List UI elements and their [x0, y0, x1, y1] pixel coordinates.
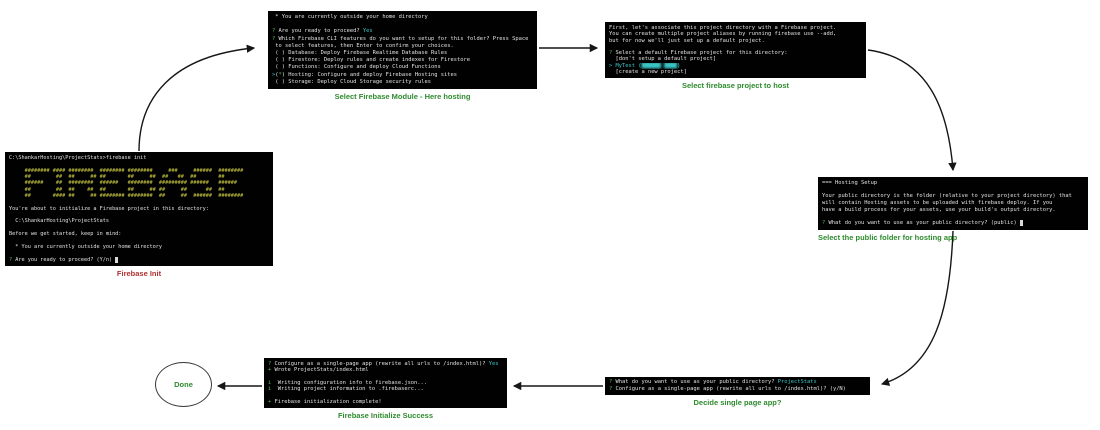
caption-init-success: Firebase Initialize Success [337, 411, 434, 420]
terminal-init-success: ? Configure as a single-page app (rewrit… [264, 358, 507, 408]
caption-project-select: Select firebase project to host [681, 81, 790, 90]
terminal-project-select: First, let's associate this project dire… [605, 22, 866, 78]
terminal-single-page-decision: ? What do you want to use as your public… [605, 377, 870, 395]
caption-module-select: Select Firebase Module - Here hosting [334, 92, 471, 101]
terminal-firebase-init: C:\ShankarHosting\ProjectStats>firebase … [5, 152, 273, 266]
terminal-module-select: * You are currently outside your home di… [268, 11, 537, 89]
arrow-hosting-to-spa [880, 230, 954, 386]
done-label: Done [174, 380, 193, 389]
arrow-init-to-module [138, 44, 256, 152]
caption-single-page-decision: Decide single page app? [693, 398, 782, 407]
caption-hosting-setup: Select the public folder for hosting app [818, 233, 958, 242]
arrow-project-to-hosting [867, 49, 957, 172]
caption-firebase-init: Firebase Init [116, 269, 162, 278]
done-node: Done [155, 362, 212, 407]
